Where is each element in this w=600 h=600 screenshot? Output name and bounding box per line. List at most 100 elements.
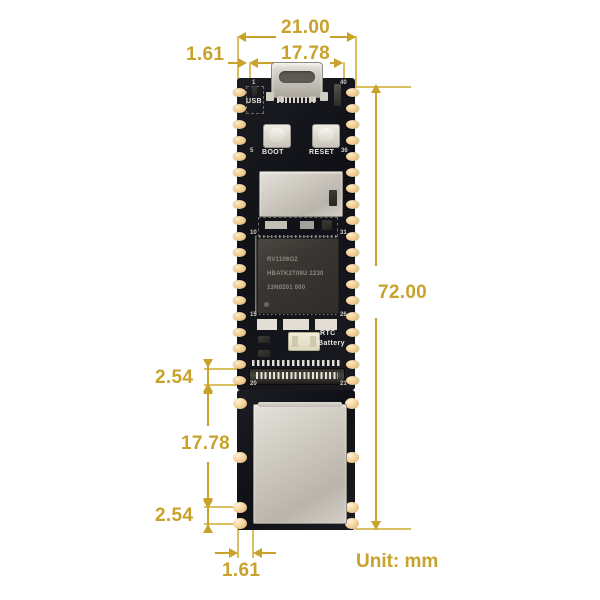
edge-pad bbox=[233, 360, 246, 369]
arrow-overall-height-top bbox=[371, 84, 381, 93]
arrow-inner-height-top bbox=[203, 383, 213, 392]
silk-label-rtc: RTC bbox=[320, 330, 336, 337]
silk-logo-block bbox=[283, 319, 309, 330]
dim-line-pitch-top bbox=[207, 360, 209, 390]
edge-pad bbox=[346, 200, 359, 209]
edge-pad bbox=[346, 248, 359, 257]
rtc-battery-connector bbox=[288, 332, 320, 351]
arrow-bottom-offset-left bbox=[229, 548, 238, 558]
edge-pad bbox=[233, 376, 246, 385]
arrow-bottom-offset-right bbox=[253, 548, 262, 558]
soc-chip: RV1106G2 HBATK2T08U 2230 13N0201 000 bbox=[257, 238, 339, 314]
edge-pad bbox=[233, 328, 246, 337]
edge-pad bbox=[233, 248, 246, 257]
edge-pad bbox=[346, 168, 359, 177]
dimension-pitch-top: 2.54 bbox=[155, 367, 194, 388]
dimension-inner-width: 17.78 bbox=[281, 43, 331, 64]
edge-pad bbox=[233, 216, 246, 225]
edge-pad bbox=[233, 280, 246, 289]
edge-pad bbox=[346, 376, 359, 385]
ext-line-board-left-edge bbox=[237, 36, 239, 86]
passive-component bbox=[258, 350, 270, 357]
fpc-ribbon-connector[interactable] bbox=[249, 368, 345, 385]
mount-pad bbox=[345, 518, 359, 529]
edge-pad bbox=[346, 328, 359, 337]
reset-button[interactable] bbox=[312, 124, 340, 148]
dimension-edge-offset-bottom: 1.61 bbox=[222, 560, 261, 581]
edge-pad bbox=[346, 120, 359, 129]
dim-line-inner-height-upper bbox=[207, 386, 209, 426]
dim-line-overall-width-right bbox=[330, 36, 355, 38]
dimension-edge-offset-top: 1.61 bbox=[186, 44, 225, 65]
edge-pad bbox=[346, 136, 359, 145]
dim-line-inner-width-left bbox=[252, 62, 276, 64]
ext-line-height-top bbox=[355, 86, 411, 88]
boot-button[interactable] bbox=[263, 124, 291, 148]
pin-number-21: 21 bbox=[340, 381, 347, 387]
usb-c-connector bbox=[271, 62, 323, 102]
edge-pad bbox=[233, 344, 246, 353]
pin-number-10: 10 bbox=[250, 230, 257, 236]
edge-pad bbox=[346, 216, 359, 225]
dimension-inner-height: 17.78 bbox=[181, 433, 231, 454]
pin-number-26: 26 bbox=[340, 312, 347, 318]
ext-line-bottom-offset-right bbox=[252, 520, 254, 558]
silk-label-reset: RESET bbox=[309, 149, 335, 156]
edge-pad bbox=[233, 152, 246, 161]
mount-pad bbox=[345, 398, 359, 409]
mount-pad bbox=[345, 452, 359, 463]
edge-pad bbox=[233, 296, 246, 305]
edge-pad bbox=[346, 88, 359, 97]
pin-number-40: 40 bbox=[340, 80, 347, 86]
silk-logo-block bbox=[315, 319, 337, 330]
soc-pin1-dot bbox=[264, 302, 269, 307]
pin-number-36: 36 bbox=[341, 148, 348, 154]
arrow-edge-offset-top bbox=[238, 58, 247, 68]
dimension-pitch-bottom: 2.54 bbox=[155, 505, 194, 526]
silk-label-usb: USB bbox=[246, 98, 262, 105]
pin-number-1: 1 bbox=[252, 80, 256, 86]
edge-pad bbox=[346, 104, 359, 113]
mount-pad bbox=[233, 502, 247, 513]
dim-line-edge-offset-top bbox=[228, 62, 240, 64]
edge-pad bbox=[233, 200, 246, 209]
edge-pad bbox=[233, 264, 246, 273]
unit-label: Unit: mm bbox=[356, 551, 439, 572]
soc-marking-line2: HBATK2T08U 2230 bbox=[267, 271, 324, 277]
edge-pad bbox=[233, 88, 246, 97]
edge-pad bbox=[346, 280, 359, 289]
arrow-inner-width-right bbox=[334, 58, 343, 68]
dim-line-overall-height-upper bbox=[375, 90, 377, 266]
fpc-pad-row bbox=[252, 360, 340, 366]
dim-line-bottom-offset-left bbox=[215, 552, 229, 554]
mount-pad bbox=[233, 518, 247, 529]
passive-component bbox=[329, 190, 337, 206]
ext-line-board-right-edge bbox=[355, 36, 357, 86]
passive-component bbox=[258, 336, 270, 343]
edge-pad bbox=[346, 232, 359, 241]
usb-c-pin-row bbox=[277, 97, 315, 103]
edge-pad bbox=[346, 184, 359, 193]
edge-pad bbox=[346, 344, 359, 353]
mount-pad bbox=[345, 502, 359, 513]
pin-number-20: 20 bbox=[250, 381, 257, 387]
dimension-overall-width: 21.00 bbox=[281, 17, 331, 38]
edge-pad bbox=[346, 296, 359, 305]
rf-shield-can bbox=[253, 402, 347, 524]
usb-c-mount-pad bbox=[266, 92, 274, 101]
pin-number-15: 15 bbox=[250, 312, 257, 318]
component-marking bbox=[300, 221, 314, 229]
passive-component bbox=[322, 220, 332, 230]
ext-line-inner-left bbox=[249, 62, 251, 88]
edge-pad bbox=[233, 312, 246, 321]
dimension-overall-height: 72.00 bbox=[378, 282, 428, 303]
dim-line-overall-height-lower bbox=[375, 318, 377, 524]
edge-pad bbox=[346, 264, 359, 273]
edge-pad bbox=[233, 168, 246, 177]
mount-pad bbox=[233, 398, 247, 409]
fpc-contacts bbox=[256, 372, 338, 379]
arrow-overall-height-bottom bbox=[371, 521, 381, 530]
component-marking bbox=[265, 221, 287, 229]
ext-line-bottom-offset-left bbox=[237, 520, 239, 558]
